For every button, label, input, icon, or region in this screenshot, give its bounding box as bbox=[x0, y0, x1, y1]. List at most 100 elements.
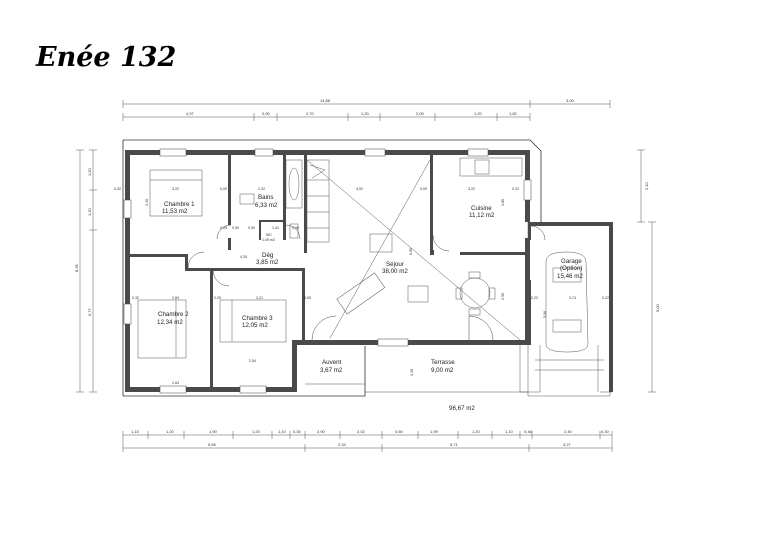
idim-21: 0,05 bbox=[214, 296, 221, 300]
dim-bottom-1: 1,15 bbox=[131, 429, 140, 434]
idim-5: 4,92 bbox=[356, 187, 363, 191]
idim-8: 0,22 bbox=[512, 187, 519, 191]
dim-top-overall: 14,88 bbox=[320, 98, 331, 103]
idim-1: 0,32 bbox=[114, 187, 121, 191]
idim-4: 2,02 bbox=[258, 187, 265, 191]
dim-bottom-mid-3: 5,71 bbox=[450, 442, 459, 447]
idim-3: 0,05 bbox=[220, 187, 227, 191]
interior-dimensions: 0,32 3,22 0,05 2,02 4,92 0,05 3,22 0,22 … bbox=[114, 187, 609, 385]
room-cuisine-name: Cuisine bbox=[471, 205, 492, 212]
idim-16: 6,95 bbox=[409, 248, 413, 255]
dim-bottom-mid-2: 2,34 bbox=[338, 442, 347, 447]
dim-bottom-14: 2,40 bbox=[564, 429, 573, 434]
plan-title: Enée 132 bbox=[35, 42, 176, 73]
dim-bottom-6: 0,30 bbox=[293, 429, 302, 434]
dim-bottom-9: 0,60 bbox=[395, 429, 404, 434]
idim-19: 3,21 bbox=[256, 296, 263, 300]
dim-bottom-mid-1: 5,56 bbox=[208, 442, 217, 447]
dim-top-3: 2,70 bbox=[306, 111, 315, 116]
idim-7: 3,22 bbox=[468, 187, 475, 191]
idim-27: 0,22 bbox=[602, 296, 609, 300]
dim-top-7: 1,82 bbox=[509, 111, 518, 116]
idim-11: 0,90 bbox=[232, 226, 239, 230]
staircase bbox=[306, 159, 330, 243]
room-auvent-area: 3,67 m2 bbox=[320, 367, 343, 374]
dim-bottom-8: 2,02 bbox=[357, 429, 366, 434]
dim-right-overall: 2,10 bbox=[644, 181, 649, 190]
dim-top-4: 1,20 bbox=[361, 111, 370, 116]
walls bbox=[125, 150, 613, 392]
room-chambre1-name: Chambre 1 bbox=[164, 201, 195, 208]
idim-13: 1,41 bbox=[272, 226, 279, 230]
bottom-dimension-lines: 1,15 1,20 1,90 1,20 1,10 0,30 2,90 2,02 … bbox=[122, 429, 613, 452]
total-area: 96,67 m2 bbox=[449, 405, 475, 412]
room-bains-area: 6,33 m2 bbox=[255, 202, 278, 209]
idim-10: 0,05 bbox=[220, 226, 227, 230]
room-deg-name: Dég bbox=[262, 252, 274, 259]
room-sejour-area: 38,00 m2 bbox=[382, 268, 408, 275]
dim-top-6: 1,20 bbox=[474, 111, 483, 116]
room-chambre3-area: 12,05 m2 bbox=[242, 322, 268, 329]
room-wc-name: WC bbox=[266, 233, 272, 237]
dim-left-1: 1,50 bbox=[87, 167, 92, 176]
idim-26: 3,74 bbox=[569, 296, 576, 300]
idim-12: 0,90 bbox=[248, 226, 255, 230]
room-chambre2-area: 12,34 m2 bbox=[157, 319, 183, 326]
dim-left-2: 1,20 bbox=[87, 207, 92, 216]
dim-bottom-7: 2,90 bbox=[317, 429, 326, 434]
idim-17: 3,85 bbox=[501, 199, 505, 206]
dim-top-5: 2,09 bbox=[416, 111, 425, 116]
furniture bbox=[137, 157, 604, 392]
idim-28: 5,56 bbox=[543, 311, 547, 318]
idim-6: 0,05 bbox=[420, 187, 427, 191]
dim-left-overall: 8,35 bbox=[74, 263, 79, 272]
dim-left-3: 5,77 bbox=[87, 307, 92, 316]
idim-25: 0,22 bbox=[531, 296, 538, 300]
room-deg-area: 3,85 m2 bbox=[256, 259, 279, 266]
dim-bottom-15: 0,30 bbox=[601, 429, 610, 434]
dim-bottom-3: 1,90 bbox=[209, 429, 218, 434]
room-chambre3-name: Chambre 3 bbox=[242, 315, 273, 322]
sejour-diagonals bbox=[306, 159, 521, 341]
idim-9: 3,49 bbox=[145, 199, 149, 206]
top-dimension-lines: 14,88 3,00 4,97 0,90 2,70 1,20 2,09 1,20… bbox=[122, 98, 611, 121]
room-garage-name: Garage bbox=[561, 258, 582, 265]
room-garage-option: (Option) bbox=[560, 265, 582, 272]
room-sejour-name: Séjour bbox=[386, 261, 404, 268]
idim-14: 0,96 bbox=[292, 226, 299, 230]
idim-22: 2,84 bbox=[172, 381, 179, 385]
idim-20: 0,32 bbox=[132, 296, 139, 300]
idim-18: 2,84 bbox=[172, 296, 179, 300]
dim-top-1: 4,97 bbox=[186, 111, 195, 116]
room-auvent-name: Auvent bbox=[322, 359, 342, 366]
room-garage-area: 15,46 m2 bbox=[557, 273, 583, 280]
room-labels: Chambre 1 11,53 m2 Bains 6,33 m2 WC 1,49… bbox=[157, 194, 583, 412]
dim-bottom-11: 1,20 bbox=[472, 429, 481, 434]
room-cuisine-area: 11,12 m2 bbox=[469, 212, 495, 219]
dim-bottom-mid-4: 3,27 bbox=[563, 442, 572, 447]
doors-and-windows bbox=[123, 148, 546, 394]
idim-29: 3,05 bbox=[304, 296, 311, 300]
exterior-outline bbox=[122, 139, 612, 397]
room-chambre2-name: Chambre 2 bbox=[158, 311, 189, 318]
room-terrasse-area: 9,00 m2 bbox=[431, 367, 454, 374]
room-chambre1-area: 11,53 m2 bbox=[162, 208, 188, 215]
room-wc-area: 1,49 m2 bbox=[262, 238, 275, 242]
room-terrasse-name: Terrasse bbox=[431, 359, 455, 366]
idim-23: 2,54 bbox=[249, 359, 256, 363]
idim-24: 2,95 bbox=[501, 293, 505, 300]
dim-bottom-12: 1,10 bbox=[505, 429, 514, 434]
right-dimension-lines: 2,10 6,00 bbox=[637, 149, 660, 393]
dim-right-garage: 6,00 bbox=[655, 303, 660, 312]
dim-top-garage: 3,00 bbox=[566, 98, 575, 103]
dim-bottom-13: 0,46 bbox=[524, 429, 533, 434]
dim-bottom-5: 1,10 bbox=[278, 429, 287, 434]
idim-2: 3,22 bbox=[172, 187, 179, 191]
left-dimension-lines: 8,35 1,50 1,20 5,77 bbox=[74, 149, 97, 393]
room-bains-name: Bains bbox=[258, 194, 273, 201]
idim-15: 4,28 bbox=[240, 255, 247, 259]
dim-bottom-4: 1,20 bbox=[252, 429, 261, 434]
dim-bottom-10: 1,99 bbox=[430, 429, 439, 434]
dim-bottom-2: 1,20 bbox=[166, 429, 175, 434]
